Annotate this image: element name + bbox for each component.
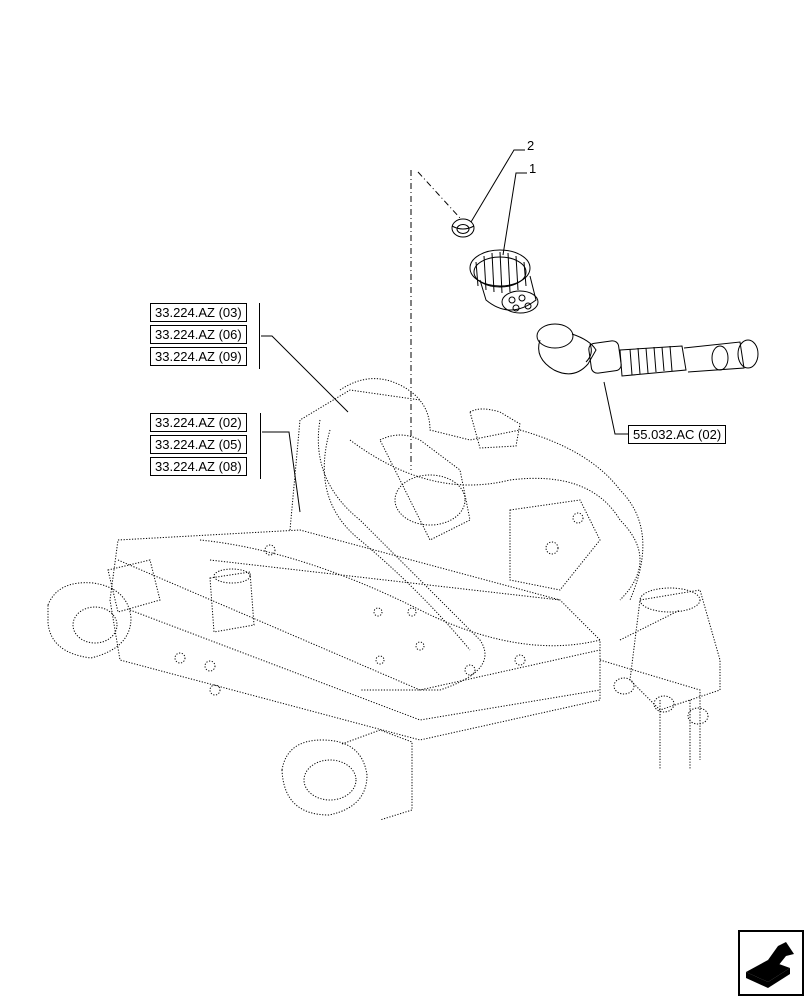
reference-link-33-224-az-06[interactable]: 33.224.AZ (06) <box>150 325 247 344</box>
next-page-arrow-icon[interactable] <box>738 930 804 996</box>
assembly-axis-line <box>410 170 461 470</box>
reference-group-lower-bracket <box>260 413 262 479</box>
reference-link-33-224-az-08[interactable]: 33.224.AZ (08) <box>150 457 247 476</box>
reference-link-33-224-az-05[interactable]: 33.224.AZ (05) <box>150 435 247 454</box>
harness-connector-part <box>536 323 759 377</box>
reference-link-33-224-az-09[interactable]: 33.224.AZ (09) <box>150 347 247 366</box>
reference-group-upper-bracket <box>259 303 261 369</box>
callout-number-2: 2 <box>527 138 535 153</box>
seal-ring-part <box>451 218 475 238</box>
leader-lines <box>261 149 628 513</box>
reference-link-55-032-ac-02[interactable]: 55.032.AC (02) <box>628 425 727 444</box>
connector-sensor-part <box>469 249 539 314</box>
machine-frame-assembly <box>47 378 721 821</box>
reference-link-33-224-az-03[interactable]: 33.224.AZ (03) <box>150 303 247 322</box>
reference-link-33-224-az-02[interactable]: 33.224.AZ (02) <box>150 413 247 432</box>
callout-number-1: 1 <box>529 161 537 176</box>
